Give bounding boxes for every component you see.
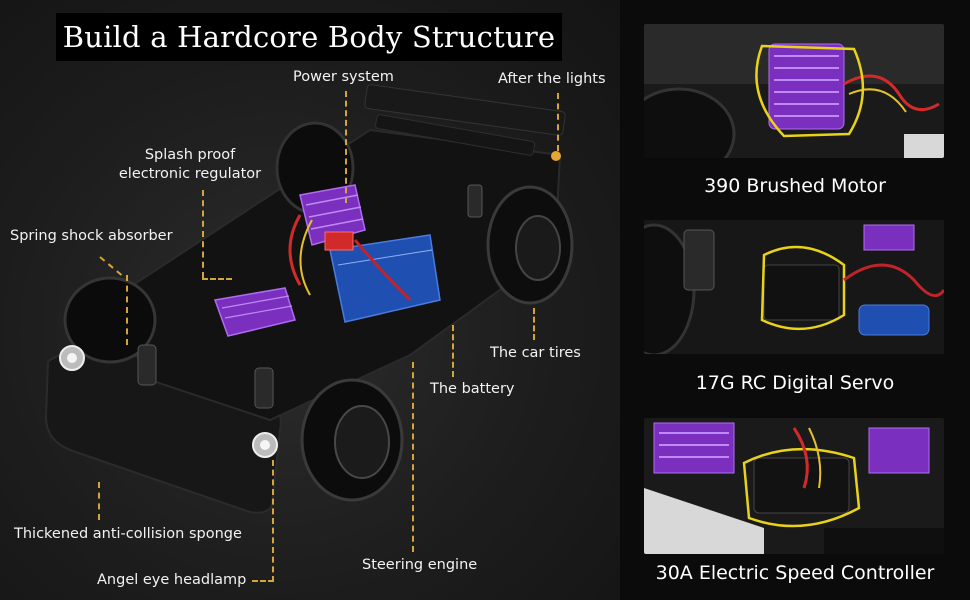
leader-line-sponge	[98, 482, 100, 520]
callout-headlamp: Angel eye headlamp	[97, 572, 247, 588]
callout-sponge: Thickened anti-collision sponge	[14, 526, 242, 542]
leader-line-steering	[412, 362, 414, 552]
esc-photo	[644, 418, 944, 554]
callout-battery: The battery	[430, 381, 515, 397]
page-title: Build a Hardcore Body Structure	[56, 13, 562, 61]
regulator-label-line1: Splash proof	[144, 147, 236, 163]
leader-line-power-system	[345, 91, 347, 203]
leader-line-after-lights	[557, 93, 559, 151]
callout-car-tires: The car tires	[490, 345, 581, 361]
panel-caption-servo: 17G RC Digital Servo	[695, 372, 895, 394]
leader-line-headlamp-h	[252, 580, 274, 582]
leader-line-tires	[533, 308, 535, 340]
callout-steering-engine: Steering engine	[362, 557, 478, 573]
leader-line-regulator-h	[202, 278, 232, 280]
regulator-label-line2: electronic regulator	[118, 166, 262, 182]
callout-power-system: Power system	[293, 69, 394, 85]
car-illustration-area: Build a Hardcore Body Structure Power sy…	[0, 0, 620, 600]
servo-photo	[644, 220, 944, 354]
leader-line-shock-v	[126, 275, 128, 345]
panel-caption-motor: 390 Brushed Motor	[704, 175, 886, 197]
callout-electronic-regulator: Splash proof electronic regulator	[118, 146, 262, 184]
leader-line-battery	[452, 325, 454, 377]
panel-caption-esc: 30A Electric Speed Controller	[655, 562, 935, 584]
callout-shock-absorber: Spring shock absorber	[10, 228, 173, 244]
callout-after-lights: After the lights	[498, 71, 606, 87]
rc-car-chassis-image	[44, 84, 574, 514]
leader-line-headlamp	[272, 460, 274, 582]
motor-photo	[644, 24, 944, 158]
leader-line-regulator	[202, 190, 204, 278]
